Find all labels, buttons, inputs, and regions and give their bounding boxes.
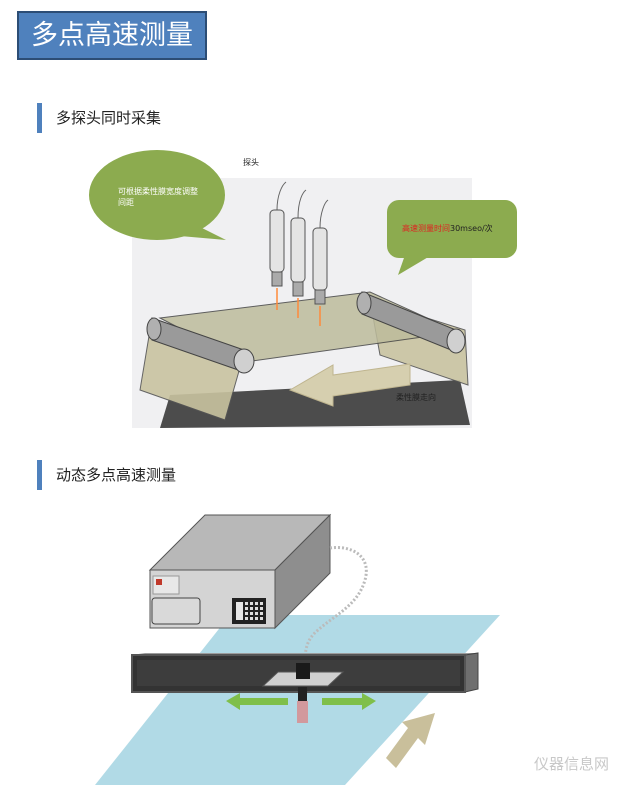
probe-cable <box>303 545 368 666</box>
bubble-right-rest: 30mseo/次 <box>450 224 493 233</box>
film-direction-arrow <box>288 363 411 407</box>
probe-label: 探头 <box>243 158 259 167</box>
probe-3 <box>312 199 329 326</box>
table-shadow <box>160 380 470 428</box>
bubble-right <box>387 200 517 275</box>
probe-lens <box>298 687 307 701</box>
bubble-left <box>89 150 226 240</box>
bubble-right-text: 高速测量时间30mseo/次 <box>402 223 514 234</box>
controller-box <box>148 513 332 630</box>
multi-probe-figure <box>0 140 621 440</box>
arrow-left-icon <box>226 693 288 710</box>
glass-sheet <box>95 615 500 785</box>
arrow-right-icon <box>322 693 376 710</box>
probe-1 <box>269 181 287 310</box>
watermark: 仪器信息网 <box>533 755 609 773</box>
glass-direction-arrow <box>386 713 435 768</box>
bubble-right-highlight: 高速测量时间 <box>402 224 450 233</box>
probe-head <box>296 663 310 679</box>
dynamic-measurement-figure <box>0 505 621 794</box>
laser-beam <box>297 701 308 723</box>
left-roller <box>146 317 255 374</box>
probe-2 <box>290 189 307 318</box>
film-direction-label: 柔性膜走向 <box>396 393 436 402</box>
page-title: 多点高速测量 <box>17 11 207 60</box>
section-heading-multi-probe: 多探头同时采集 <box>37 103 161 133</box>
section-heading-dynamic: 动态多点高速测量 <box>37 460 176 490</box>
right-roller <box>356 291 466 354</box>
bubble-left-text: 可根据柔性膜宽度调整间距 <box>118 187 198 207</box>
